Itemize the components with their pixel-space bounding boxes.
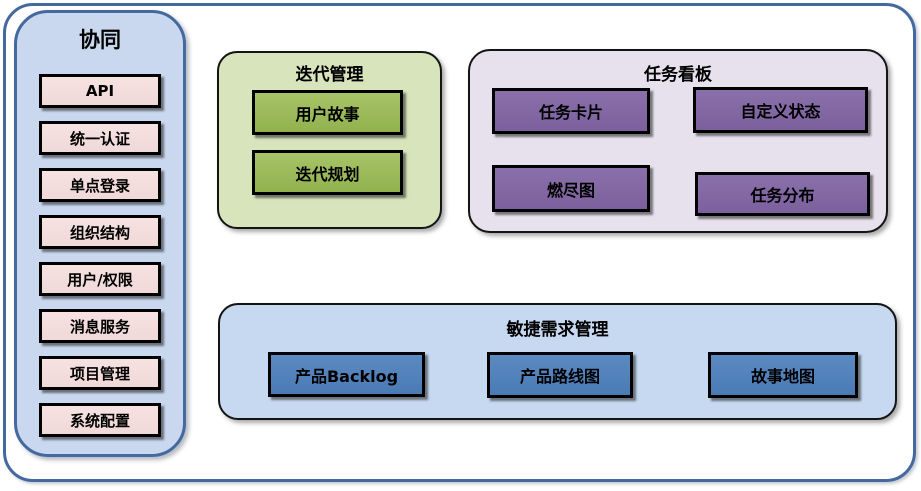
item-story-map: 故事地图	[708, 352, 858, 398]
item-custom-status: 自定义状态	[693, 87, 868, 133]
sidebar-item-unified-auth: 统一认证	[39, 121, 161, 155]
sidebar-item-message-service: 消息服务	[39, 309, 161, 343]
item-task-card: 任务卡片	[492, 88, 650, 134]
panel-task-board-title: 任务看板	[644, 65, 712, 85]
sidebar-item-sso: 单点登录	[39, 168, 161, 202]
item-burndown-chart: 燃尽图	[492, 165, 650, 212]
panel-task-board: 任务看板 任务卡片 自定义状态 燃尽图 任务分布	[468, 49, 888, 233]
item-product-backlog: 产品Backlog	[268, 352, 425, 397]
panel-agile-requirements: 敏捷需求管理 产品Backlog 产品路线图 故事地图	[218, 303, 897, 420]
sidebar-item-list: API 统一认证 单点登录 组织结构 用户/权限 消息服务 项目管理 系统配置	[39, 74, 161, 437]
item-task-distribution: 任务分布	[695, 172, 870, 216]
sidebar-title: 协同	[79, 28, 121, 52]
sidebar-collaboration-panel: 协同 API 统一认证 单点登录 组织结构 用户/权限 消息服务 项目管理 系统…	[14, 10, 186, 457]
item-iteration-planning: 迭代规划	[252, 150, 403, 195]
sidebar-item-system-config: 系统配置	[39, 403, 161, 437]
sidebar-item-org-structure: 组织结构	[39, 215, 161, 249]
panel-iteration-title: 迭代管理	[295, 65, 364, 85]
panel-agile-requirements-title: 敏捷需求管理	[506, 320, 609, 340]
item-product-roadmap: 产品路线图	[487, 352, 633, 398]
item-user-story: 用户故事	[252, 90, 403, 135]
sidebar-item-api: API	[39, 74, 161, 108]
panel-iteration-management: 迭代管理 用户故事 迭代规划	[217, 51, 442, 229]
sidebar-item-project-management: 项目管理	[39, 356, 161, 390]
sidebar-item-user-permissions: 用户/权限	[39, 262, 161, 296]
